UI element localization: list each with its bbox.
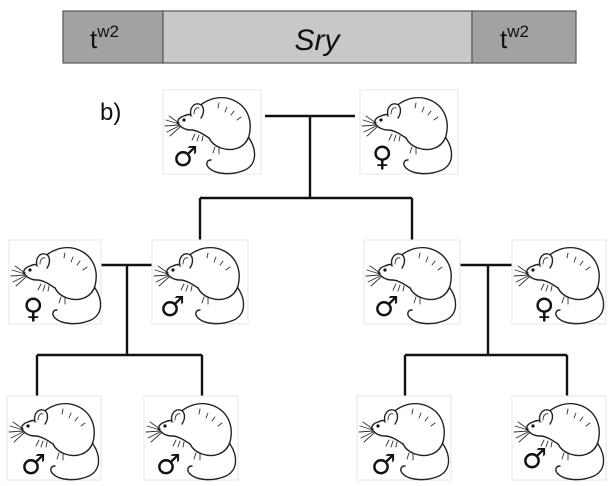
sex-symbol: ♂ [21, 448, 46, 481]
pedigree-lines [35, 114, 569, 398]
mouse-gen2-female-left: ♀ [8, 239, 102, 325]
gene-construct-bar: tw2 Sry tw2 [62, 10, 577, 64]
construct-label-right: tw2 [500, 22, 529, 54]
sex-symbol: ♂ [156, 448, 181, 481]
construct-segment-left [62, 10, 164, 64]
mouse-gen3-male-4: ♂ [511, 395, 607, 481]
sex-symbol: ♂ [160, 290, 185, 323]
construct-label-middle: Sry [295, 24, 342, 57]
mouse-gen1-male: ♂ [162, 89, 262, 175]
construct-segment-middle [162, 10, 473, 64]
mouse-gen2-male-right: ♂ [363, 239, 461, 325]
sex-symbol: ♂ [374, 290, 399, 323]
mouse-gen3-male-3: ♂ [356, 395, 452, 481]
sex-symbol: ♂ [173, 140, 198, 173]
construct-segment-right [471, 10, 577, 64]
mouse-gen3-male-2: ♂ [143, 395, 239, 481]
panel-label: b) [100, 99, 121, 126]
mouse-gen2-male-left: ♂ [151, 239, 249, 325]
sex-symbol: ♀ [372, 140, 393, 173]
sex-symbol: ♂ [371, 448, 396, 481]
mouse-gen1-female: ♀ [359, 89, 459, 175]
sex-symbol: ♀ [23, 292, 44, 325]
construct-label-left: tw2 [90, 22, 119, 54]
sex-symbol: ♀ [534, 292, 555, 325]
sex-symbol: ♂ [522, 442, 547, 475]
mouse-gen3-male-1: ♂ [6, 395, 102, 481]
mouse-gen2-female-right: ♀ [511, 239, 607, 325]
